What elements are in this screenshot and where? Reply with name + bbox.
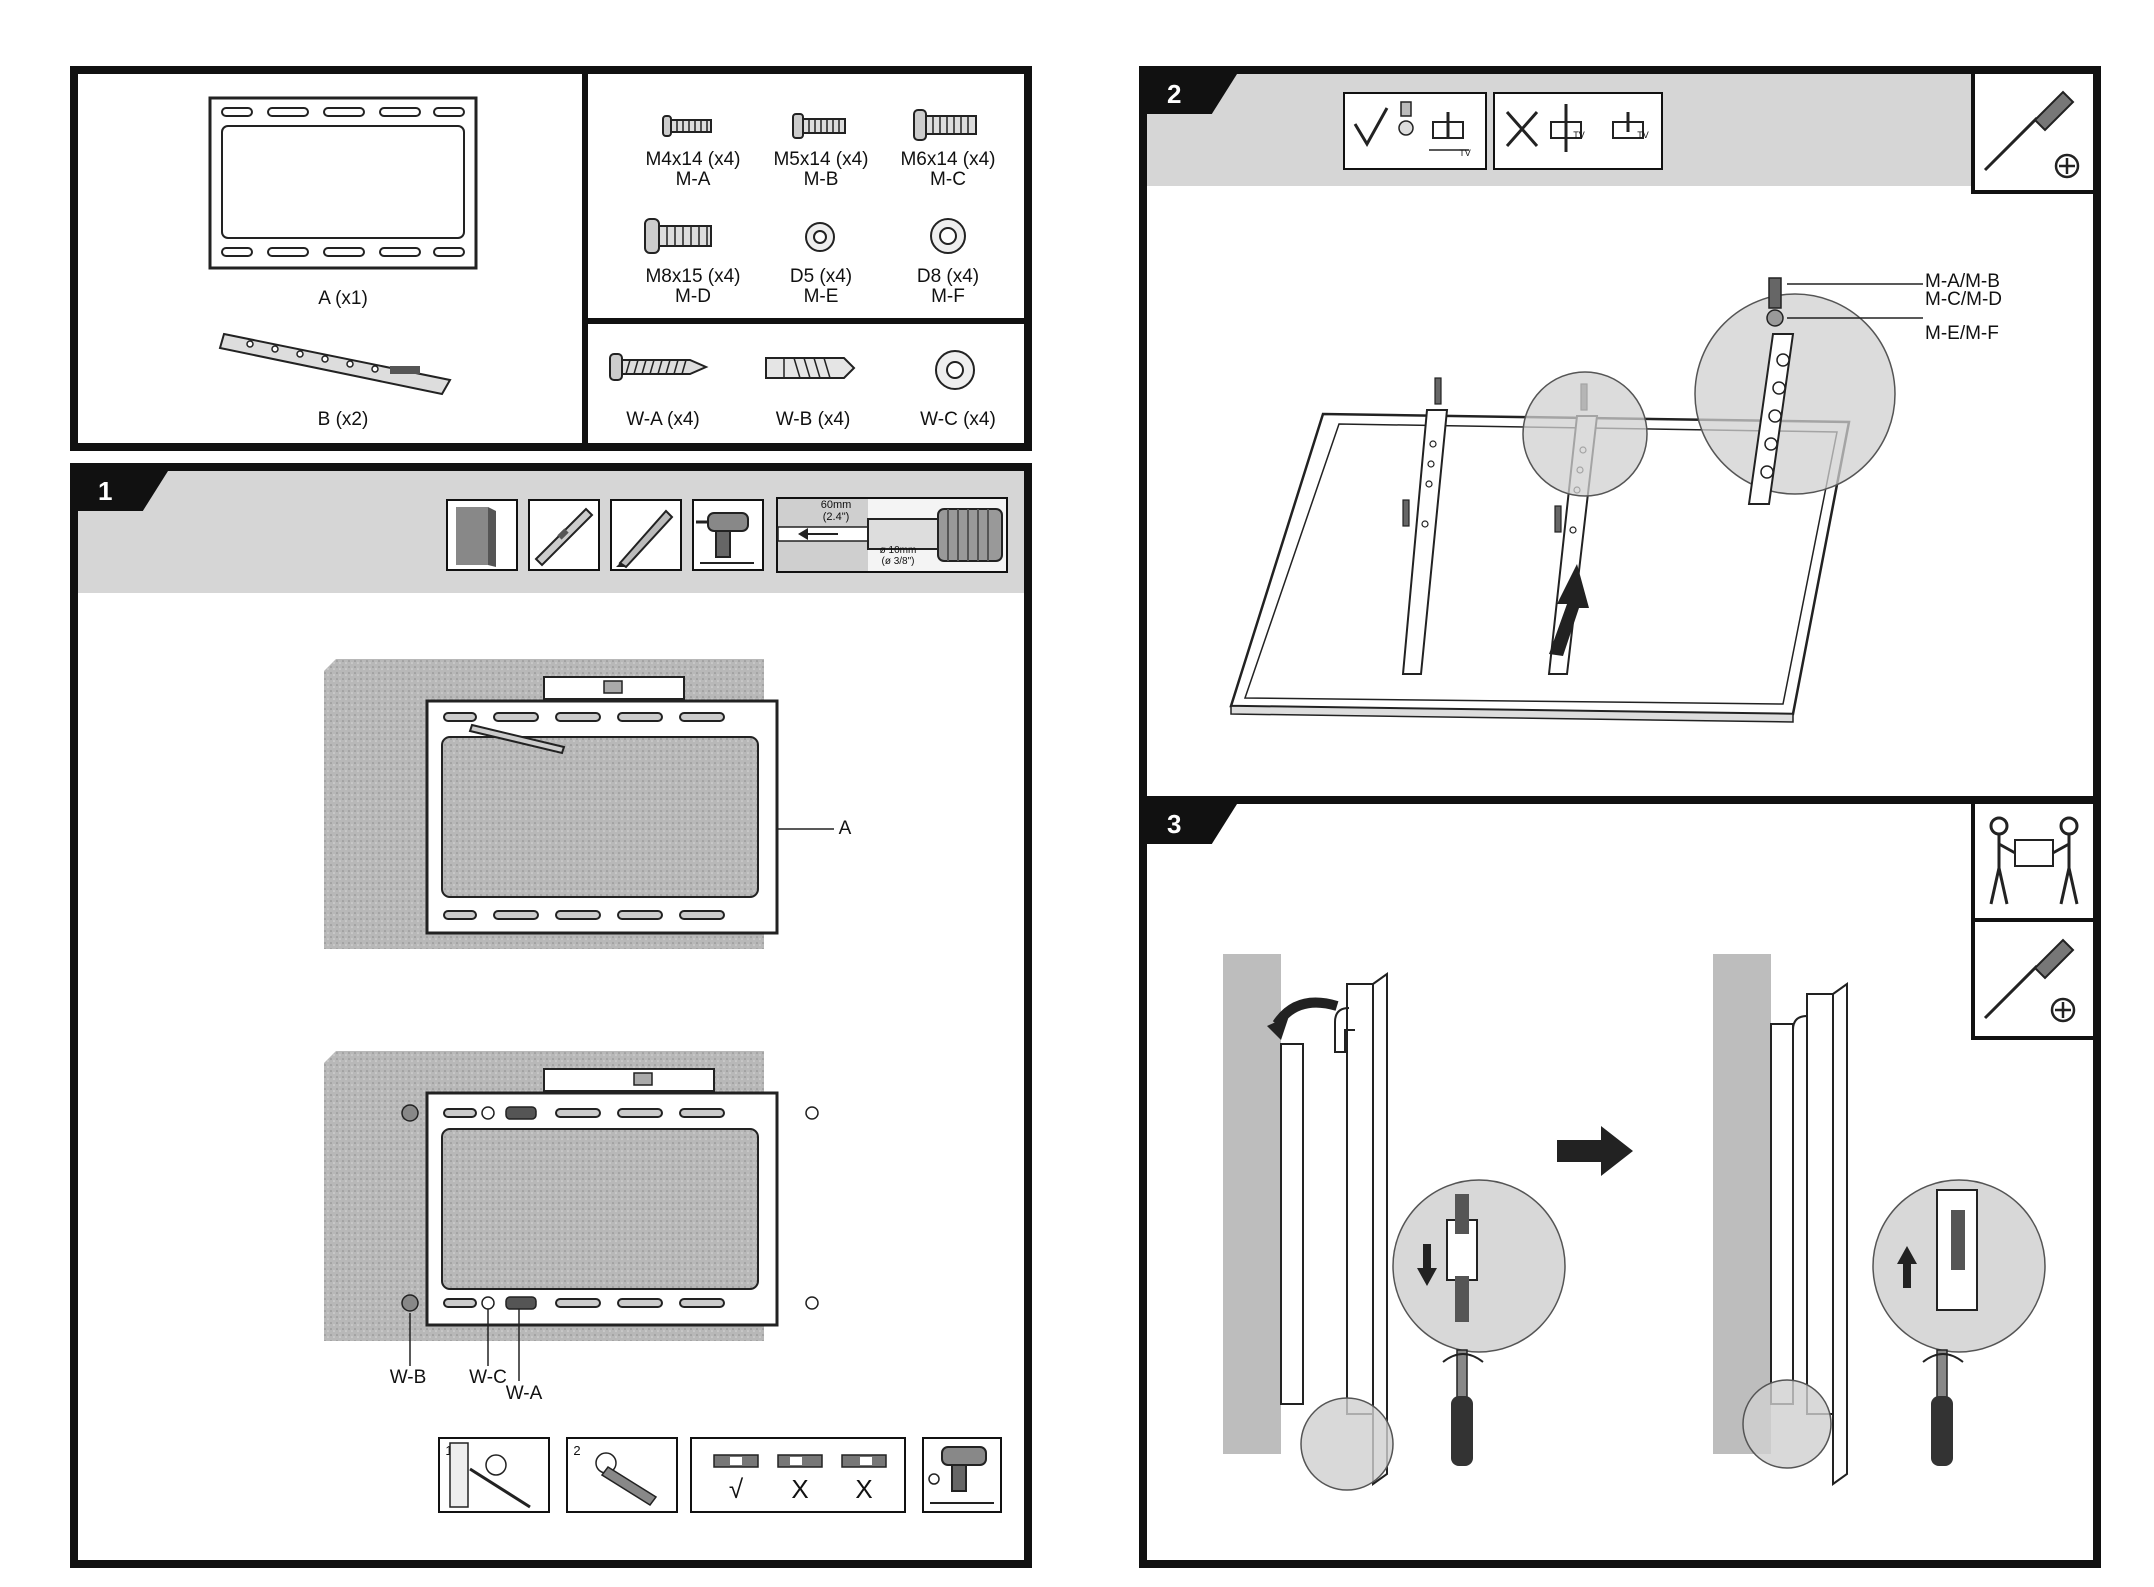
wall-anchor-w-b-icon (764, 354, 856, 382)
next-arrow-icon (1557, 1126, 1637, 1176)
screw-m-c-size: M6x14 (x4) (873, 150, 1023, 170)
drill-screw-icon (922, 1437, 1002, 1513)
drill-diameter-label: ø 10mm (868, 545, 928, 556)
step2-panel: 2 TV TV TV (1139, 66, 2101, 806)
wall-screw-w-a-icon (610, 352, 710, 382)
power-drill-icon (692, 499, 764, 571)
tighten-screw-detail (1867, 1180, 2057, 1480)
loosen-screw-detail (1387, 1180, 1577, 1480)
drill-depth-label: 60mm (806, 499, 866, 511)
correct-screw-depth-icon: TV (1343, 92, 1487, 170)
screwdriver-tool-icon (1971, 74, 2093, 194)
washer-m-f-code: M-F (873, 287, 1023, 307)
washer-m-f-size: D8 (x4) (873, 267, 1023, 287)
step1-panel: 1 60mm (2.4") ø 10mm (ø 3/8") (70, 463, 1032, 1568)
wall-mounted-illustration (324, 1051, 784, 1361)
pencil-icon (610, 499, 682, 571)
parts-divider-vertical (582, 74, 588, 443)
screw-m-a-icon (663, 114, 713, 138)
drill-holes-substep-icon: 2 (566, 1437, 678, 1513)
drill-diameter-inch-label: (ø 3/8") (868, 556, 928, 567)
wall-screw-w-a-label: W-A (x4) (593, 410, 733, 430)
level-tool-icon (528, 499, 600, 571)
screw-m-c-icon (914, 108, 978, 142)
level-mark-bad-1: X (780, 1475, 820, 1503)
wall-plate-a-illustration (208, 96, 478, 271)
tv-mark-ok: TV (1455, 148, 1475, 158)
wrong-screw-depth-icon: TV TV (1493, 92, 1663, 170)
screw-m-c-code: M-C (873, 170, 1023, 190)
step3-number: 3 (1147, 804, 1237, 844)
callout-w-a: W-A (494, 1384, 554, 1404)
drill-depth-inch-label: (2.4") (806, 511, 866, 523)
wall-icon (446, 499, 518, 571)
wall-anchor-w-b-label: W-B (x4) (743, 410, 883, 430)
tv-mark-bad-2: TV (1633, 130, 1653, 140)
tv-mark-bad-1: TV (1569, 130, 1589, 140)
level-mark-ok: √ (716, 1475, 756, 1503)
step3-panel: 3 (1139, 796, 2101, 1568)
tv-back-arms-illustration (1217, 274, 2037, 794)
level-check-icon: √ X X (690, 1437, 906, 1513)
parts-panel: A (x1) B (x2) M4x14 (x4) M-A M5x14 (x4) … (70, 66, 1032, 451)
callout-m-e-m-f: M-E/M-F (1925, 324, 2025, 344)
screw-m-d-icon (645, 217, 715, 255)
part-a-label: A (x1) (258, 289, 428, 309)
washer-w-c-icon (933, 348, 977, 392)
mark-holes-substep-icon: 1 (438, 1437, 550, 1513)
drill-spec-diagram: 60mm (2.4") ø 10mm (ø 3/8") (776, 497, 1008, 573)
level-mark-bad-2: X (844, 1475, 884, 1503)
part-b-label: B (x2) (258, 410, 428, 430)
wall-marking-illustration (324, 659, 784, 969)
washer-m-f-icon (928, 216, 968, 256)
callout-a: A (830, 819, 860, 839)
parts-divider-horizontal (582, 318, 1024, 324)
callout-w-b: W-B (378, 1368, 438, 1388)
screw-m-b-icon (793, 112, 847, 140)
callout-m-c-m-d: M-C/M-D (1925, 290, 2025, 310)
two-person-lift-icon (1971, 804, 2093, 922)
washer-m-e-icon (803, 220, 837, 254)
washer-w-c-label: W-C (x4) (888, 410, 1028, 430)
arm-b-illustration (220, 326, 460, 401)
